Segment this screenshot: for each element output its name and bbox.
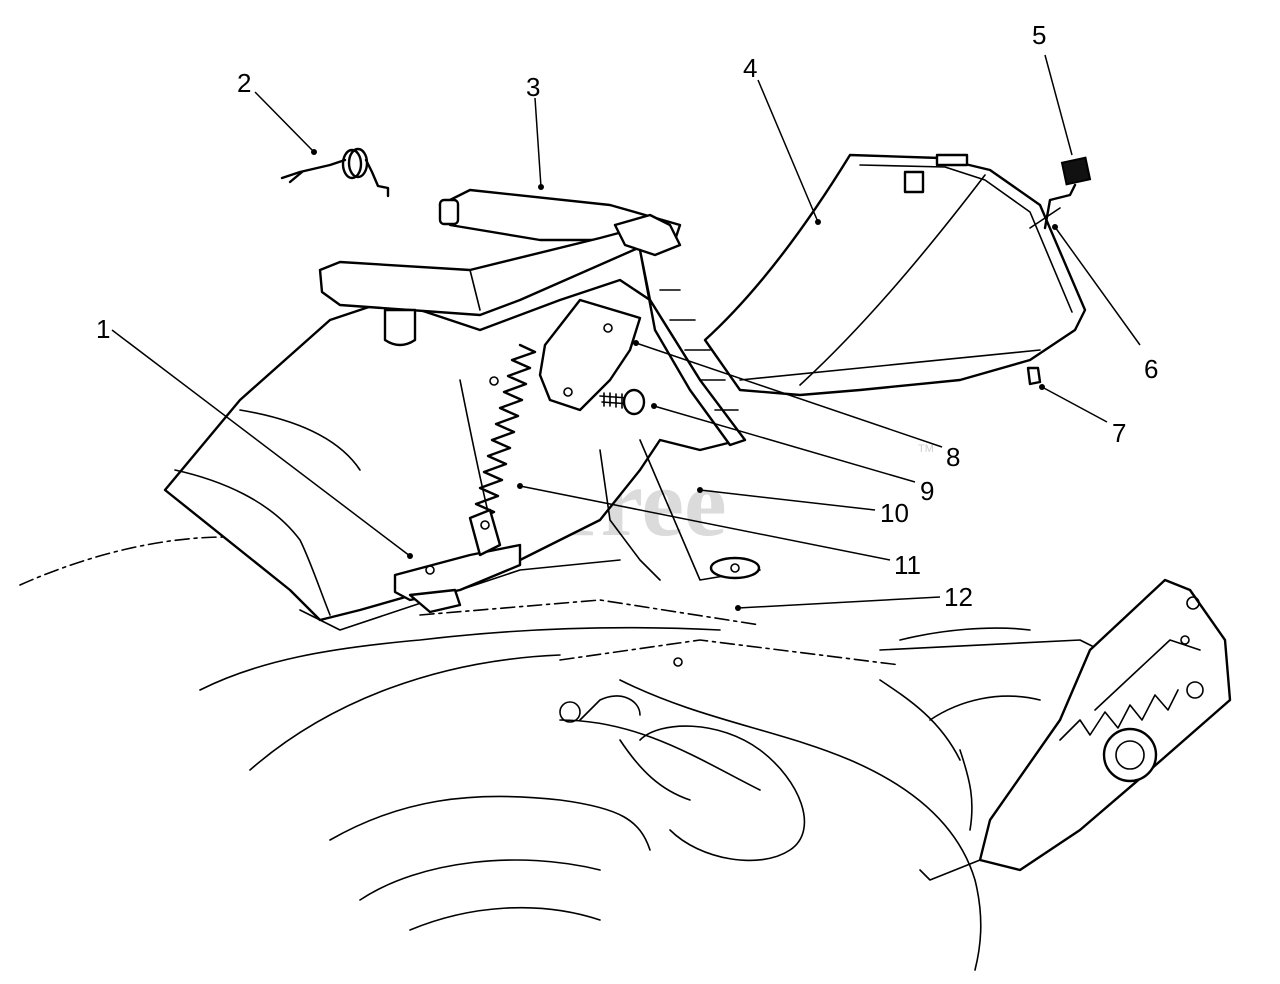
part-9-bolt [599,388,646,416]
callout-8: 8 [946,442,960,472]
part-2-torsion-spring [280,147,390,198]
callout-dots [311,149,1058,611]
callout-7: 7 [1112,418,1126,448]
callout-labels: 1 2 3 4 5 6 7 8 9 10 11 12 [96,20,1158,612]
part-4-deflector [703,153,1087,397]
callout-11: 11 [894,550,921,580]
part-3-handle [318,188,747,447]
mower-deck [19,536,1181,971]
callout-3: 3 [526,72,540,102]
callout-9: 9 [920,476,934,506]
part-1-bottom-bracket [393,508,522,614]
callout-6: 6 [1144,354,1158,384]
part-11-spring [472,343,537,522]
watermark-trademark: TM [918,443,934,455]
callout-10: 10 [880,498,909,528]
leader-lines [111,54,1141,609]
callout-4: 4 [743,53,757,83]
callout-2: 2 [237,68,251,98]
part-7-screw [1026,366,1042,386]
callout-1: 1 [96,314,110,344]
height-adjuster-bracket [919,578,1232,881]
part-5-6-latch [1029,156,1092,230]
callout-12: 12 [944,582,973,612]
part-8-bracket [489,298,642,412]
callout-5: 5 [1032,20,1046,50]
